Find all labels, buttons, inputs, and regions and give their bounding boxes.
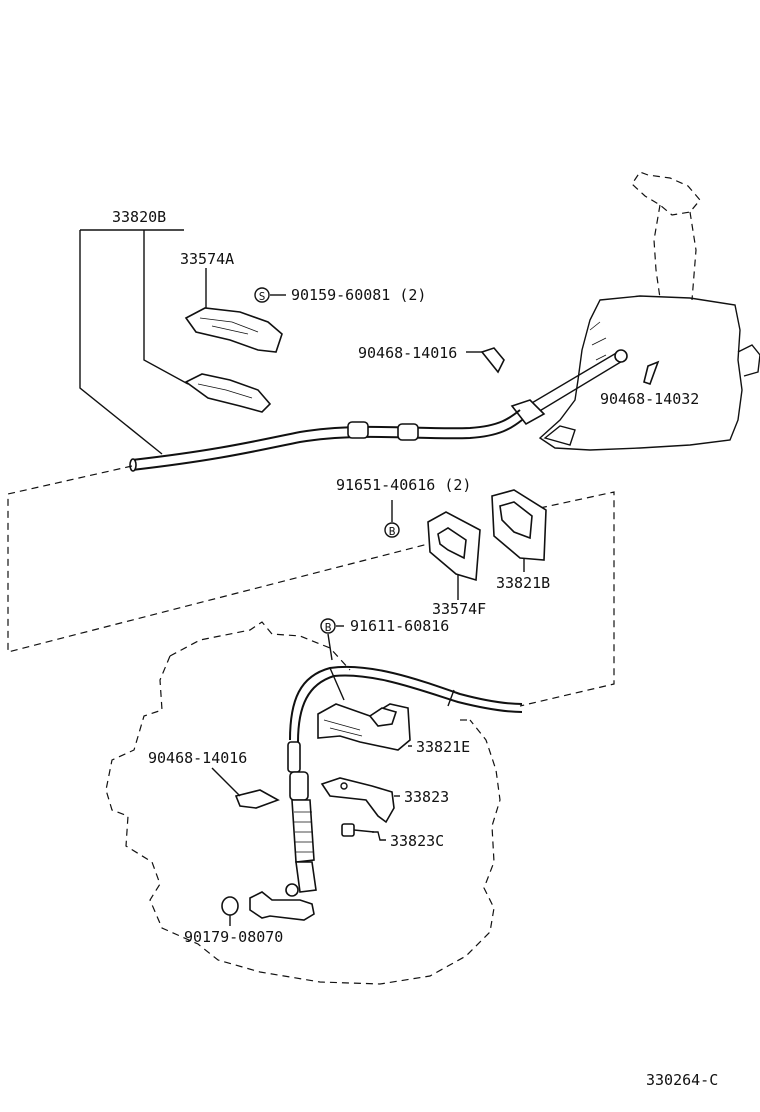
- label-33574A: 33574A: [180, 250, 234, 268]
- bracket-33821E: [317, 703, 412, 751]
- b-mark-text-2: B: [325, 621, 332, 634]
- bracket-group-33820B: [79, 229, 207, 455]
- dashed-assembly-outline: [7, 465, 615, 707]
- shift-lever-arm: [249, 891, 315, 921]
- label-90468-14016-top: 90468-14016: [358, 344, 457, 362]
- transmission-housing: [105, 621, 501, 985]
- label-90468-14032: 90468-14032: [600, 390, 699, 408]
- label-33820B: 33820B: [112, 208, 166, 226]
- part-33574A: [184, 307, 283, 353]
- s-mark-symbol: S: [254, 287, 286, 303]
- label-33821E: 33821E: [416, 738, 470, 756]
- clip-90468-lower: [211, 767, 280, 809]
- shift-linkage-rod: [510, 349, 628, 426]
- label-90179-08070: 90179-08070: [184, 928, 283, 946]
- cable-end-assembly: [285, 741, 317, 897]
- part-bracket-lower: [184, 373, 272, 413]
- label-33574F: 33574F: [432, 600, 486, 618]
- plate-33574F: [427, 511, 481, 600]
- label-90468-14016-lower: 90468-14016: [148, 749, 247, 767]
- label-91651-40616: 91651-40616 (2): [336, 476, 471, 494]
- label-91611-60816: 91611-60816: [350, 617, 449, 635]
- b-mark-symbol-2: B: [320, 618, 344, 661]
- b-mark-symbol-1: B: [384, 500, 400, 538]
- control-cable-upper: [129, 409, 523, 472]
- label-33823: 33823: [404, 788, 449, 806]
- label-33821B: 33821B: [496, 574, 550, 592]
- control-cable-lower: [289, 665, 523, 743]
- bushing-90179: [221, 896, 239, 926]
- b-mark-text-1: B: [389, 525, 396, 538]
- clip-90468-14032: [643, 360, 660, 386]
- plate-33821B: [491, 489, 547, 572]
- label-90159-60081: 90159-60081 (2): [291, 286, 426, 304]
- bracket-33823: [320, 777, 400, 824]
- reference-code: 330264-C: [646, 1071, 718, 1089]
- shift-lever-housing: [538, 171, 760, 451]
- clip-90468-top: [466, 347, 505, 374]
- label-33823C: 33823C: [390, 832, 444, 850]
- bolt-33823C: [341, 823, 386, 841]
- s-mark-text: S: [259, 290, 266, 303]
